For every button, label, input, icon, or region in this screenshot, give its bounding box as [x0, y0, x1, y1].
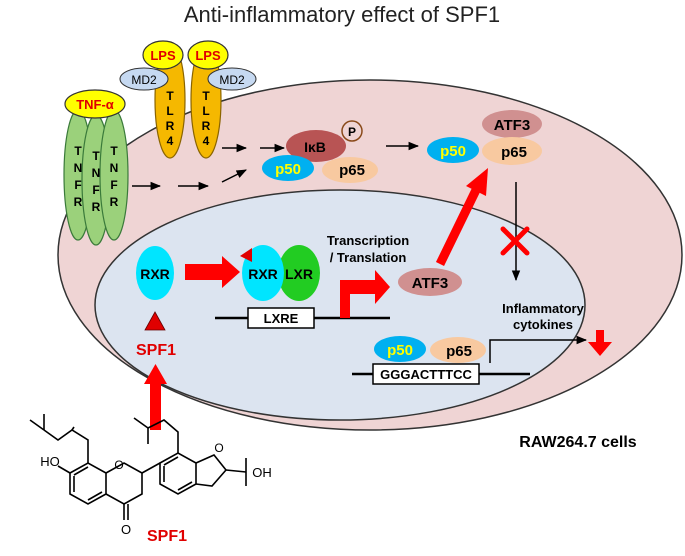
p50-dna-label: p50	[387, 342, 413, 359]
rxr-dimer	[242, 245, 284, 301]
tnfr-3-letter: N	[110, 161, 119, 175]
p65-bound-label: p65	[339, 162, 365, 179]
spf1-bound-triangle	[240, 248, 252, 262]
lxre-label: LXRE	[264, 311, 299, 326]
lxr-protein	[278, 245, 320, 301]
md2-2	[207, 67, 257, 91]
p65-dna-label: p65	[446, 343, 472, 360]
tlr4-1-letter: 4	[167, 134, 174, 148]
tnfr-2-letter: F	[92, 183, 99, 197]
down-arrow-icon	[588, 330, 612, 356]
arrow-transcription	[489, 335, 588, 363]
phosphate-label: P	[348, 125, 356, 139]
ring-a	[69, 462, 107, 505]
md2-1	[119, 67, 169, 91]
p65-free	[482, 137, 542, 165]
lps-1-label: LPS	[150, 48, 176, 63]
md2-2-label: MD2	[219, 73, 245, 87]
promoter-label: GGGACTTTCC	[380, 367, 472, 382]
spf1-chemical-structure	[29, 414, 247, 520]
p50-on-dna	[374, 336, 426, 362]
cytokines-label: cytokines	[513, 317, 573, 332]
red-arrow-rxr-activation	[185, 256, 240, 288]
tlr4-1-letter: R	[166, 119, 175, 133]
signal-arrows	[132, 141, 588, 363]
tnfr-3-letter: F	[110, 178, 117, 192]
ikb-label: IκB	[304, 139, 326, 155]
atf3-label: ATF3	[412, 275, 448, 292]
tlr4-1-letter: L	[166, 104, 173, 118]
p50-bound	[262, 155, 314, 181]
tnfr-1-letter: F	[74, 178, 81, 192]
arrow-tnfr-to-ikb	[221, 169, 247, 183]
rxr-dimer-label: RXR	[248, 266, 278, 282]
inhibition-x-icon	[500, 226, 530, 256]
lxre-box	[247, 307, 315, 329]
tnfr-1-letter: R	[74, 195, 83, 209]
lps-2	[187, 40, 229, 70]
p50-bound-label: p50	[275, 161, 301, 178]
atf3-complex-label: ATF3	[494, 117, 530, 134]
lps-2-label: LPS	[195, 48, 221, 63]
spf1-nucleus-label: SPF1	[136, 342, 176, 359]
lps-1	[142, 40, 184, 70]
ho-label: HO	[40, 454, 60, 469]
tlr4-2-letter: R	[202, 119, 211, 133]
p50-free-label: p50	[440, 143, 466, 160]
p50-free	[427, 137, 479, 163]
tnfr-receptors: T N F R T N F R T N F R	[63, 109, 129, 246]
tnfr-1-letter: T	[74, 144, 82, 158]
translation-label: / Translation	[330, 250, 407, 265]
atf3-in-complex	[482, 110, 542, 138]
tnfr-3-letter: R	[110, 195, 119, 209]
tnfr-2-letter: R	[92, 200, 101, 214]
inflammatory-label: Inflammatory	[502, 301, 584, 316]
promoter-box	[372, 363, 480, 385]
spf1-ligand-triangle	[144, 311, 166, 331]
atf3-protein	[398, 268, 462, 296]
tnfr-3	[99, 109, 129, 241]
tnfr-3-letter: T	[110, 144, 118, 158]
lxr-label: LXR	[285, 266, 313, 282]
tlr4-2-letter: T	[202, 89, 210, 103]
transcription-start-arrow	[340, 270, 390, 318]
md2-1-label: MD2	[131, 73, 157, 87]
tlr4-2-letter: 4	[203, 134, 210, 148]
tnfr-2-letter: N	[92, 166, 101, 180]
ketone-oxygen: O	[121, 522, 131, 537]
p65-bound	[322, 157, 378, 183]
compound-name: SPF1	[147, 528, 187, 545]
phosphate-group	[341, 120, 363, 142]
tnfr-2-letter: T	[92, 149, 100, 163]
cell-line-label: RAW264.7 cells	[519, 434, 637, 451]
p65-on-dna	[430, 337, 486, 363]
red-arrow-atf3-export	[435, 168, 488, 266]
ikb-protein	[286, 130, 346, 162]
tlr4-1-letter: T	[166, 89, 174, 103]
tlr4-2-letter: L	[202, 104, 209, 118]
transcription-label: Transcription	[327, 233, 409, 248]
rxr-free-label: RXR	[140, 266, 170, 282]
oh-label: OH	[252, 465, 272, 480]
tnf-alpha-label: TNF-α	[76, 97, 114, 112]
ring-b	[159, 452, 197, 495]
tnf-alpha-ligand	[64, 89, 126, 119]
figure-title: Anti-inflammatory effect of SPF1	[184, 2, 500, 27]
red-arrow-spf1-entry	[144, 364, 167, 430]
tnfr-1-letter: N	[74, 161, 83, 175]
ring-oxygen-2: O	[214, 441, 223, 455]
rxr-free	[136, 246, 174, 300]
ring-oxygen-1: O	[114, 458, 123, 472]
p65-free-label: p65	[501, 144, 527, 161]
